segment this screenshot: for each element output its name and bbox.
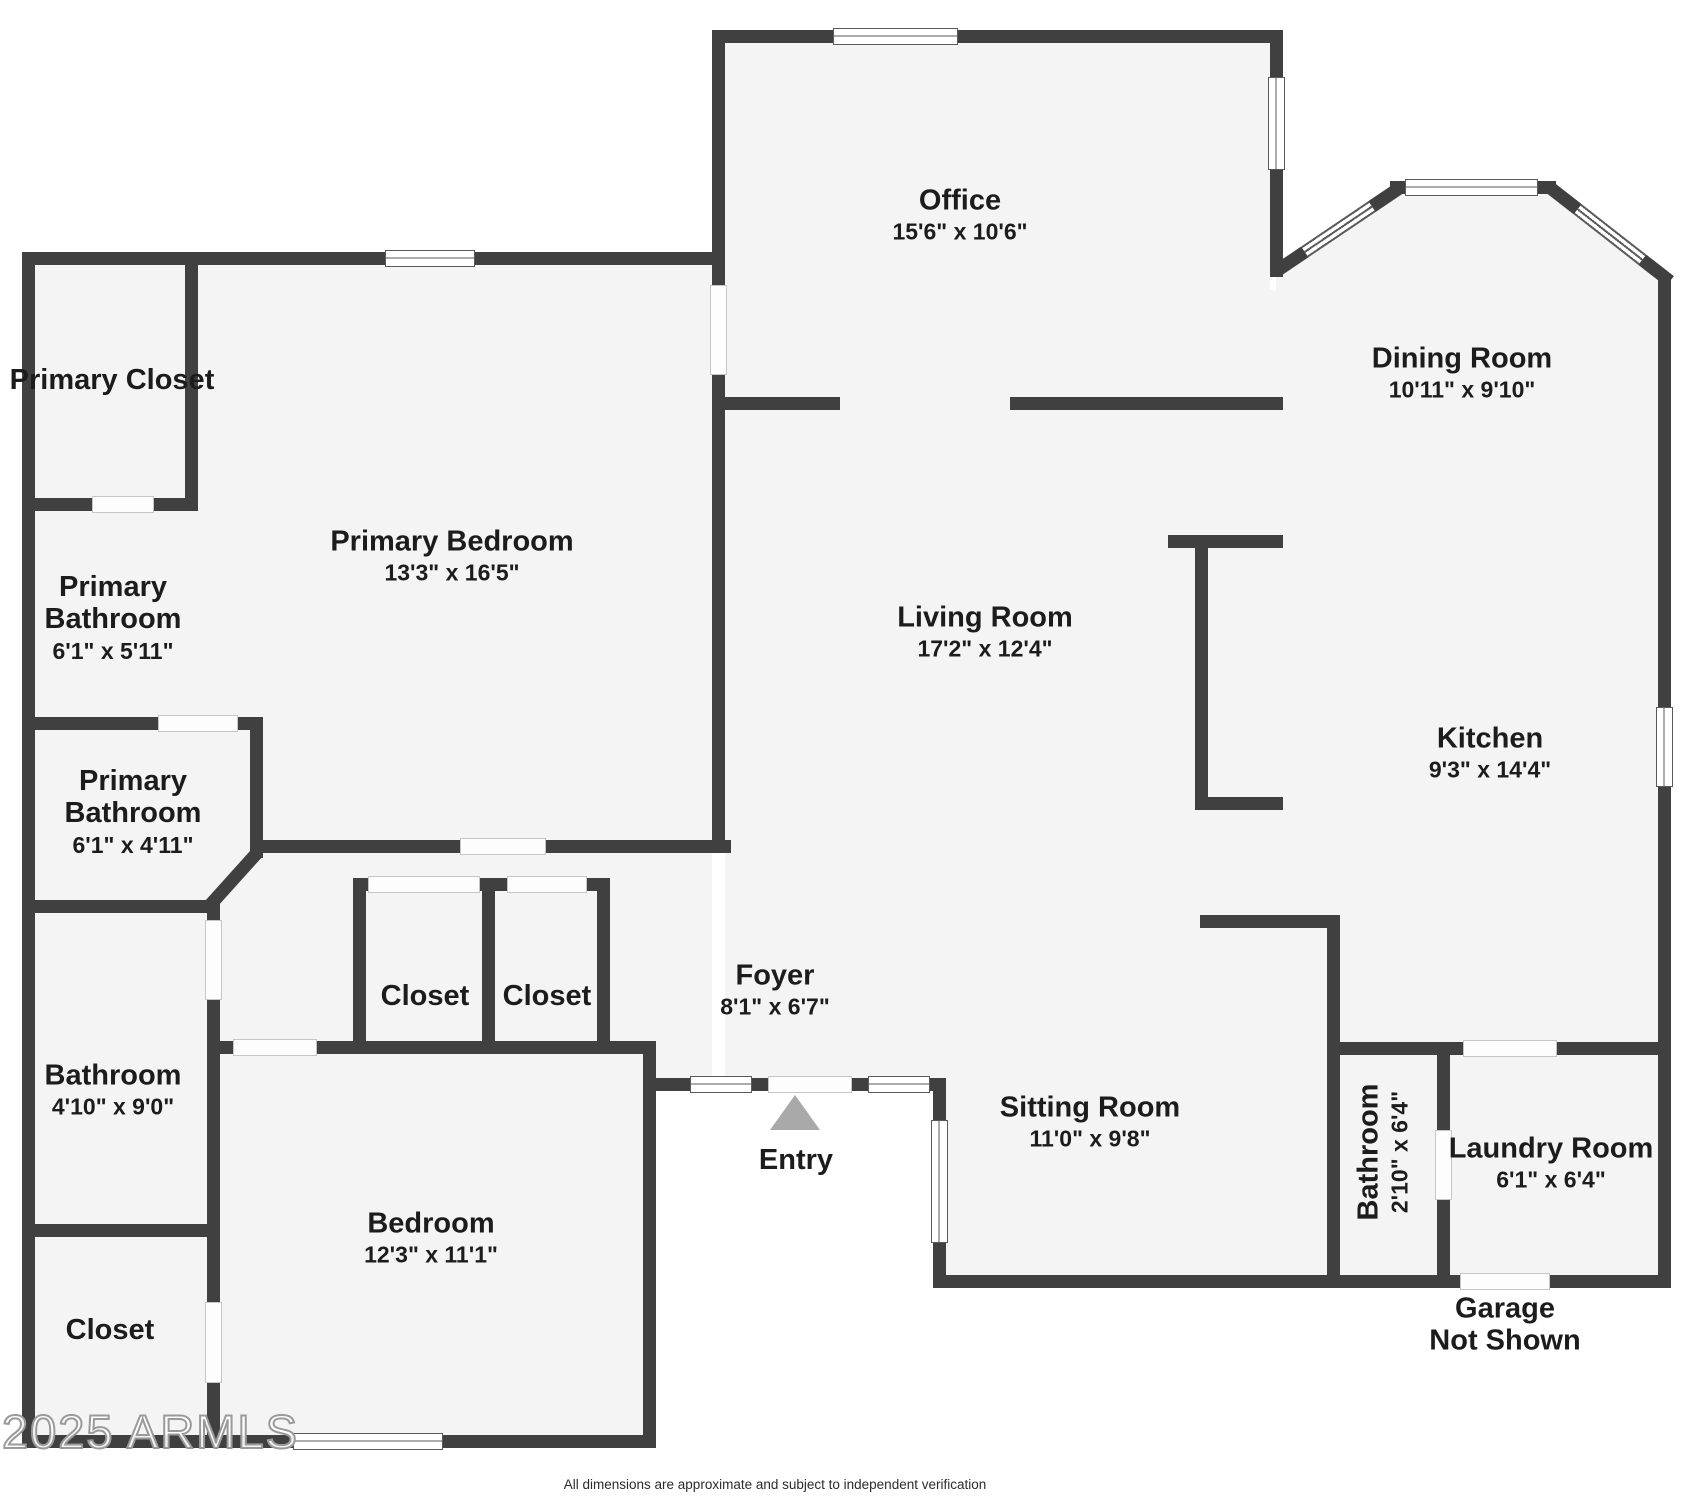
door-opening bbox=[205, 920, 222, 1000]
window bbox=[931, 1120, 948, 1243]
floor-bath-laundry bbox=[1340, 1055, 1658, 1275]
room-label-kitchen: Kitchen 9'3" x 14'4" bbox=[1428, 722, 1552, 783]
window bbox=[385, 250, 475, 267]
wall bbox=[712, 30, 1283, 43]
entry-label: Entry bbox=[758, 1143, 834, 1176]
room-label-living-room: Living Room 17'2" x 12'4" bbox=[897, 601, 1073, 662]
door-opening bbox=[460, 838, 546, 855]
wall bbox=[250, 730, 263, 858]
room-label-foyer: Foyer 8'1" x 6'7" bbox=[720, 959, 830, 1020]
wall bbox=[22, 252, 35, 1448]
wall bbox=[22, 252, 724, 265]
wall bbox=[1195, 535, 1208, 810]
watermark: 2025 ARMLS bbox=[1, 1404, 299, 1459]
door-opening bbox=[1435, 1130, 1452, 1200]
room-label-bathroom-small: Bathroom 2'10" x 6'4" bbox=[1352, 1083, 1413, 1221]
wall bbox=[933, 1275, 1671, 1288]
wall bbox=[185, 252, 198, 511]
room-label-primary-bedroom: Primary Bedroom 13'3" x 16'5" bbox=[330, 525, 574, 586]
floor-office-living bbox=[725, 43, 1270, 1078]
front-door-opening bbox=[768, 1076, 852, 1093]
wall bbox=[1168, 535, 1283, 548]
garage-door-opening bbox=[1460, 1273, 1550, 1290]
room-label-primary-bathroom-lower: Primary Bathroom 6'1" x 4'11" bbox=[64, 765, 202, 859]
wall bbox=[712, 30, 725, 853]
door-opening bbox=[92, 496, 154, 513]
door-opening bbox=[233, 1039, 317, 1056]
wall bbox=[482, 878, 495, 1054]
door-opening bbox=[1463, 1040, 1557, 1057]
floor-pass-sliver bbox=[1270, 290, 1283, 1078]
wall bbox=[597, 878, 610, 1054]
entry-arrow-icon bbox=[770, 1095, 820, 1130]
wall bbox=[1195, 797, 1283, 810]
door-opening bbox=[368, 876, 480, 893]
window bbox=[833, 28, 958, 45]
window bbox=[1656, 707, 1673, 787]
wall bbox=[353, 878, 366, 1054]
floor-sitting-room bbox=[946, 1042, 1340, 1275]
room-label-primary-bathroom-upper: Primary Bathroom 6'1" x 5'11" bbox=[44, 571, 182, 665]
room-label-closet-bottom: Closet bbox=[65, 1313, 155, 1346]
window bbox=[1405, 179, 1538, 196]
floor-dining-kitchen bbox=[1283, 282, 1658, 1042]
room-label-laundry-room: Laundry Room 6'1" x 6'4" bbox=[1448, 1132, 1654, 1193]
room-label-closet-b: Closet bbox=[502, 979, 592, 1012]
room-label-closet-a: Closet bbox=[380, 979, 470, 1012]
room-label-bedroom: Bedroom 12'3" x 11'1" bbox=[364, 1207, 498, 1268]
room-label-sitting-room: Sitting Room 11'0" x 9'8" bbox=[999, 1091, 1181, 1152]
door-opening bbox=[710, 285, 727, 375]
room-label-dining-room: Dining Room 10'11" x 9'10" bbox=[1371, 342, 1553, 403]
window bbox=[690, 1076, 752, 1093]
wall bbox=[643, 1041, 656, 1448]
window bbox=[868, 1076, 930, 1093]
wall bbox=[22, 900, 213, 913]
wall bbox=[22, 1224, 220, 1237]
wall bbox=[712, 397, 840, 410]
door-opening bbox=[507, 876, 587, 893]
wall bbox=[207, 1041, 656, 1054]
footer-note: All dimensions are approximate and subje… bbox=[563, 1477, 987, 1492]
window bbox=[293, 1433, 443, 1450]
wall bbox=[1200, 915, 1340, 928]
wall bbox=[1327, 915, 1340, 1288]
wall bbox=[1010, 397, 1283, 410]
window bbox=[1268, 77, 1285, 170]
floor-foyer-strip bbox=[656, 265, 712, 1091]
room-label-primary-closet: Primary Closet bbox=[9, 363, 215, 396]
room-label-office: Office 15'6" x 10'6" bbox=[892, 184, 1028, 245]
door-opening bbox=[158, 715, 238, 732]
garage-note: Garage Not Shown bbox=[1429, 1292, 1581, 1357]
door-opening bbox=[205, 1302, 222, 1383]
room-label-bathroom-left: Bathroom 4'10" x 9'0" bbox=[44, 1059, 182, 1120]
